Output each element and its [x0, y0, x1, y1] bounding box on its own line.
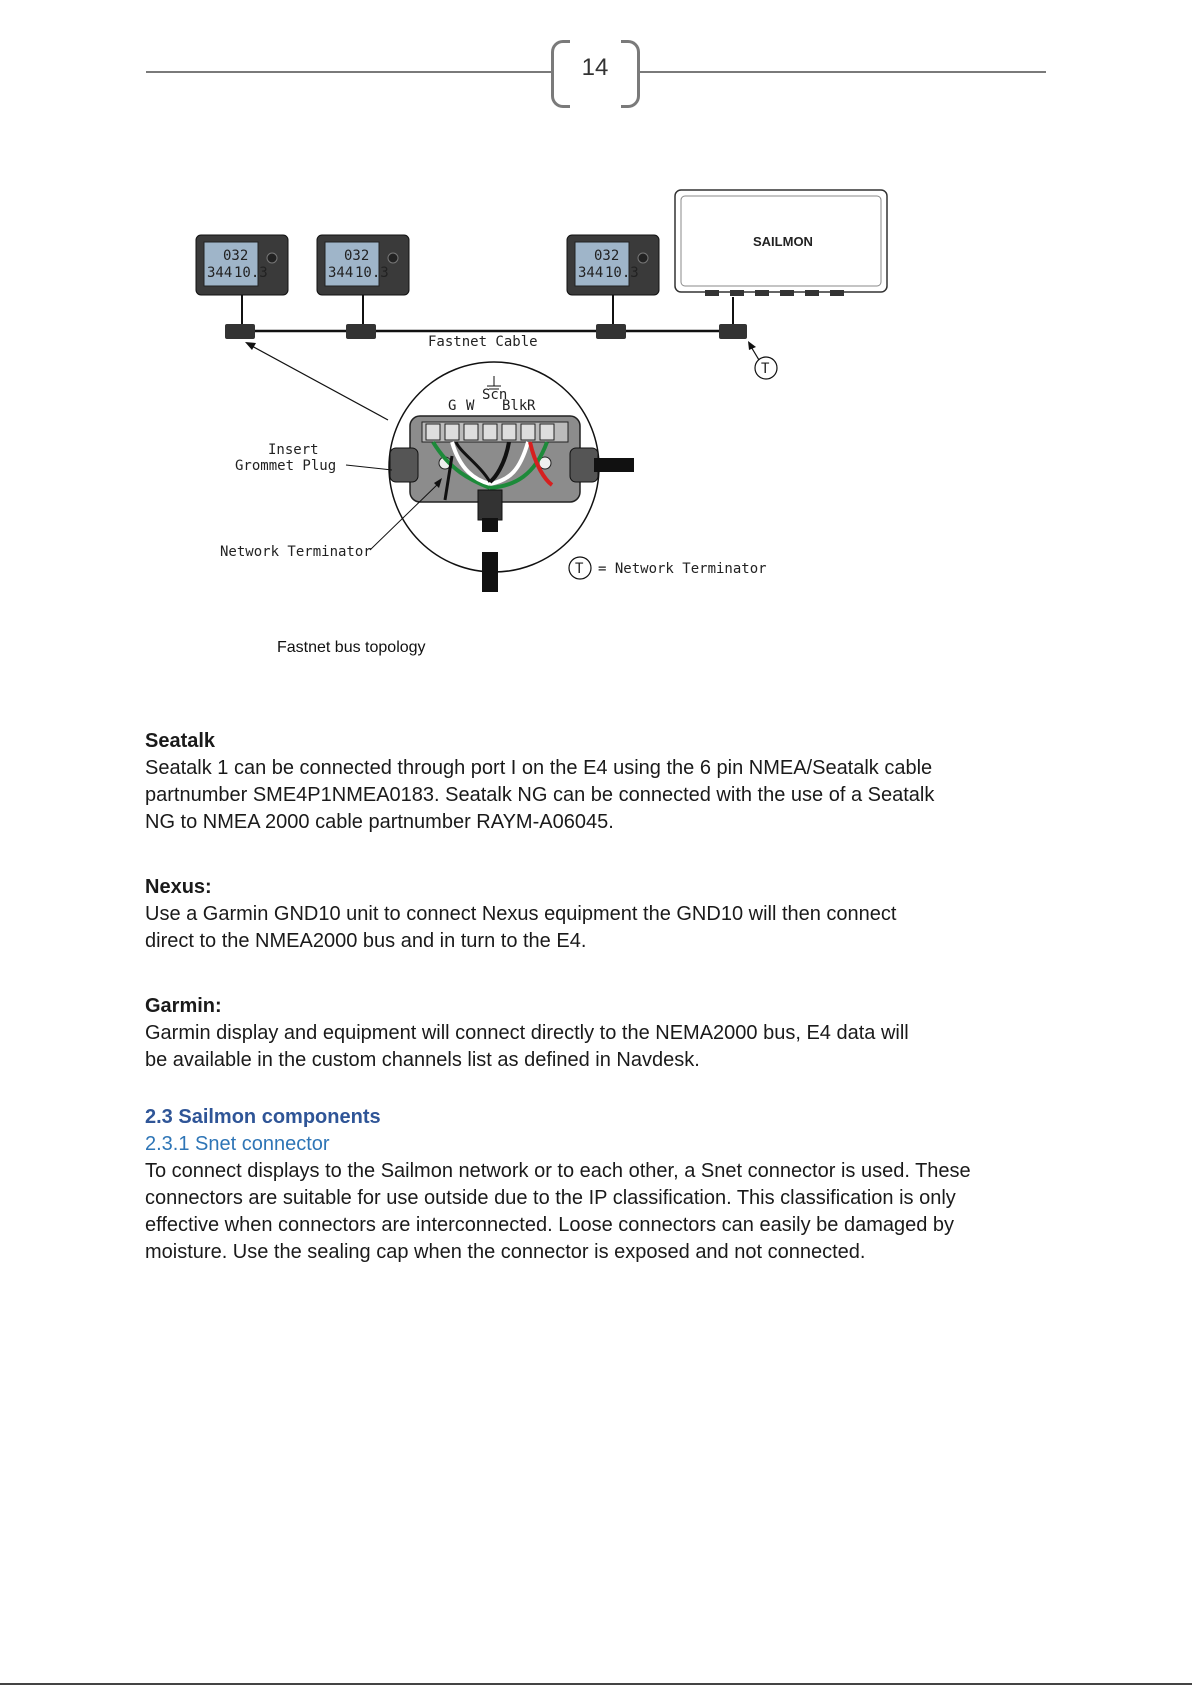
terminator-symbol	[754, 356, 778, 380]
paragraph-line: Use a Garmin GND10 unit to connect Nexus…	[145, 903, 897, 925]
legend-text: = Network Terminator	[598, 561, 767, 577]
display-readout-left: 344	[207, 265, 232, 281]
paragraph-line: effective when connectors are interconne…	[145, 1214, 955, 1236]
sailmon-box: SAILMON	[674, 189, 888, 339]
display-readout-right: 10.3	[605, 265, 639, 281]
nexus-title: Nexus:	[145, 876, 212, 898]
seatalk-title: Seatalk	[145, 730, 216, 752]
display-readout-top: 032	[594, 248, 619, 264]
page-number-bracket-right	[621, 40, 640, 108]
paragraph-line: To connect displays to the Sailmon netwo…	[145, 1160, 971, 1182]
paragraph-line: Garmin display and equipment will connec…	[145, 1022, 909, 1044]
display-readout-top: 032	[344, 248, 369, 264]
grommet-plug-label: Grommet Plug	[235, 458, 336, 474]
display-readout-right: 10.3	[234, 265, 268, 281]
insert-label: Insert	[268, 442, 319, 458]
display-readout-left: 344	[328, 265, 353, 281]
grommet-right	[569, 447, 599, 483]
page-number: 14	[581, 54, 609, 81]
legend-terminator-symbol-label: T	[575, 561, 584, 577]
header-rule-right	[638, 71, 1046, 73]
display-readout-left: 344	[578, 265, 603, 281]
paragraph-line: partnumber SME4P1NMEA0183. Seatalk NG ca…	[145, 784, 935, 806]
scn-label: Scn	[482, 387, 507, 403]
wire-label-w: W	[466, 398, 475, 414]
fastnet-topology-diagram: 032 344 10.3 032 344 10.3 032 344 10.3	[190, 180, 910, 600]
display-readout-right: 10.3	[355, 265, 389, 281]
fastnet-cable-label: Fastnet Cable	[428, 334, 538, 350]
network-terminator-label: Network Terminator	[220, 544, 372, 560]
display-unit-2: 032 344 10.3	[316, 234, 410, 339]
terminator-symbol-label: T	[761, 361, 770, 377]
garmin-section: Garmin: Garmin display and equipment wil…	[145, 993, 1055, 1074]
header-rule-left	[146, 71, 552, 73]
display-unit-3: 032 344 10.3	[566, 234, 660, 339]
document-body: Seatalk Seatalk 1 can be connected throu…	[145, 728, 1055, 1266]
page-number-bracket-left	[551, 40, 570, 108]
display-readout-top: 032	[223, 248, 248, 264]
section-heading: 2.3 Sailmon components	[145, 1106, 381, 1128]
grommet-left	[389, 447, 419, 483]
seatalk-section: Seatalk Seatalk 1 can be connected throu…	[145, 728, 1055, 836]
legend-terminator-symbol	[568, 556, 592, 580]
wire-label-r: R	[527, 398, 536, 414]
display-unit-1: 032 344 10.3	[195, 234, 289, 339]
garmin-title: Garmin:	[145, 995, 222, 1017]
paragraph-line: Seatalk 1 can be connected through port …	[145, 757, 933, 779]
subsection-heading: 2.3.1 Snet connector	[145, 1133, 330, 1155]
nexus-section: Nexus: Use a Garmin GND10 unit to connec…	[145, 874, 1055, 955]
footer-rule	[0, 1683, 1192, 1685]
paragraph-line: NG to NMEA 2000 cable partnumber RAYM-A0…	[145, 811, 614, 833]
page-header: 14	[0, 0, 1192, 120]
paragraph-line: moisture. Use the sealing cap when the c…	[145, 1241, 866, 1263]
wire-label-blk: Blk	[502, 398, 528, 414]
sailmon-logo: SAILMON	[753, 234, 813, 249]
paragraph-line: connectors are suitable for use outside …	[145, 1187, 956, 1209]
paragraph-line: be available in the custom channels list…	[145, 1049, 700, 1071]
paragraph-line: direct to the NMEA2000 bus and in turn t…	[145, 930, 587, 952]
figure-caption: Fastnet bus topology	[277, 639, 426, 656]
components-section: 2.3 Sailmon components 2.3.1 Snet connec…	[145, 1104, 1055, 1266]
wire-label-g: G	[448, 398, 456, 414]
